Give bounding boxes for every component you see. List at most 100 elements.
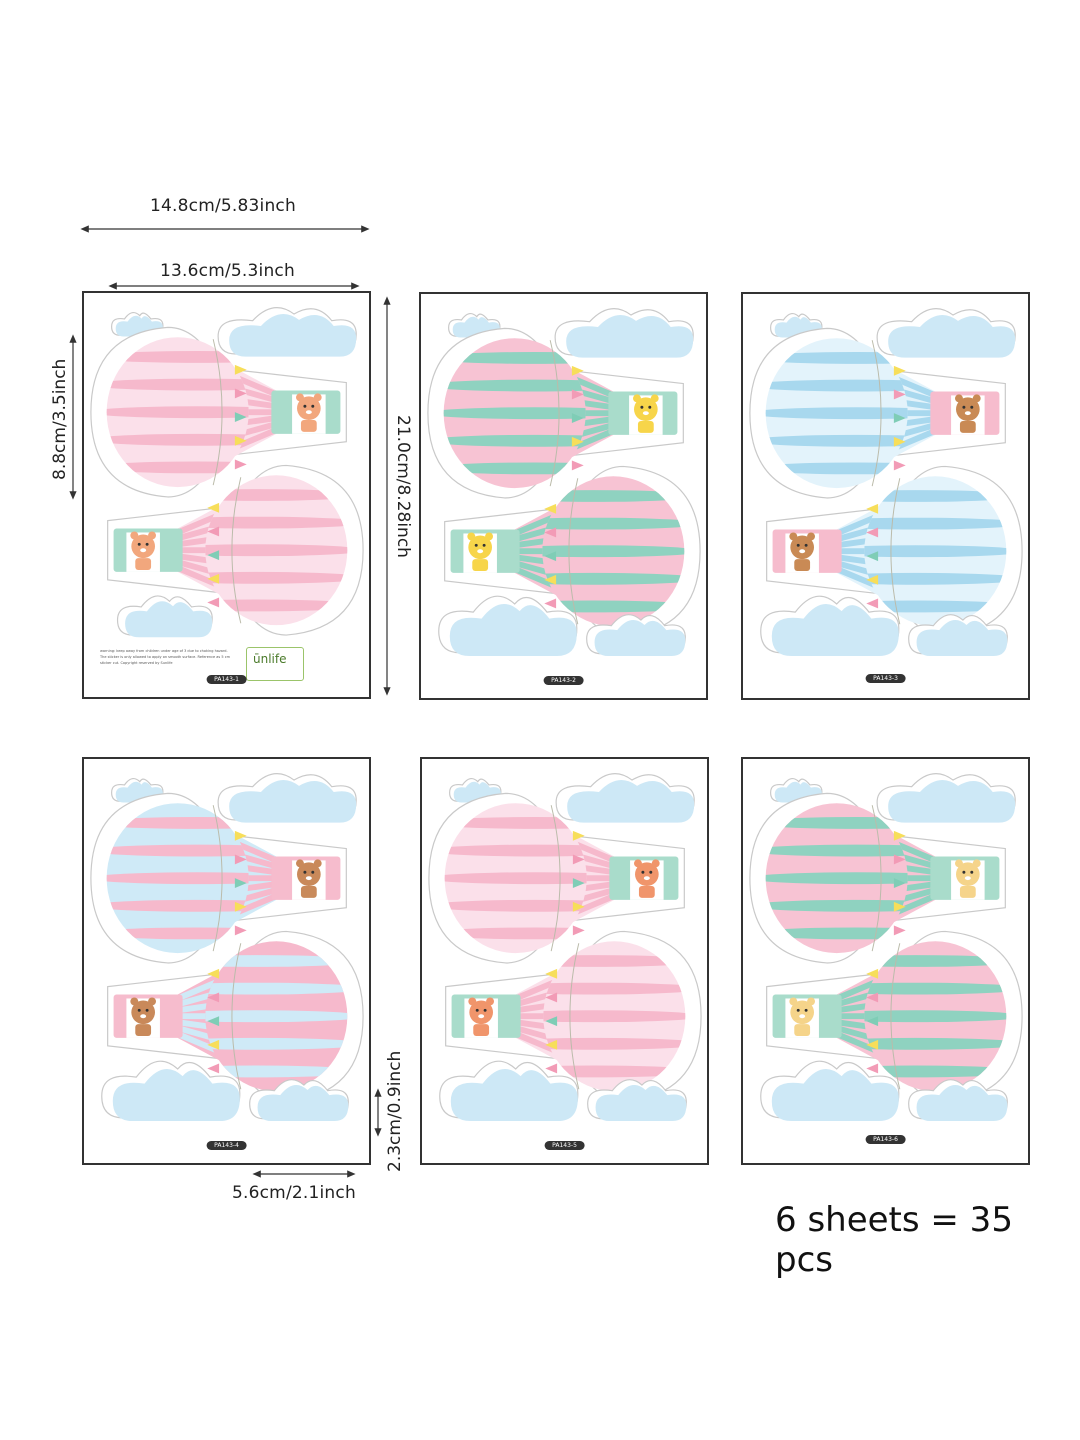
basket [113,528,183,572]
sheet-artwork [428,773,702,1122]
balloon-sticker [444,465,701,637]
cloud-sticker [760,595,900,657]
cloud-sticker [760,1060,900,1122]
sheet-artwork [749,773,1023,1122]
bunting-flag [207,1016,220,1027]
bunting-flag [893,389,906,400]
bunting-flag [893,460,906,471]
bunting-flag [893,878,906,889]
balloon-sticker [428,792,685,964]
sheet-width-label: 14.8cm/5.83inch [150,196,296,216]
balloon-sticker [766,930,1023,1102]
bunting-flag [207,992,220,1003]
bunting-flag [544,503,557,514]
balloon-sticker [766,465,1023,637]
balloon-sticker [427,327,684,499]
bunting-flag [234,925,247,936]
sheet-code: PA143-3 [865,674,906,683]
bunting-flag [234,901,247,912]
bunting-flag [866,551,879,562]
hedgehog-icon [785,532,819,573]
cloud-height-label: 2.3cm/0.9inch [385,1050,405,1172]
bunting-flag [545,1016,558,1027]
sticker-sheet-1: warning: keep away from children under a… [82,291,371,699]
bunting-flag [544,574,557,585]
balloon-sticker [107,464,364,636]
bunting-flag [207,1039,220,1050]
bunting-flag [234,878,247,889]
bunting-flag [866,503,879,514]
sheet-artwork [90,773,364,1122]
sheet-code: PA143-5 [544,1141,585,1150]
balloon-sticker [90,792,347,964]
bunting-flag [572,830,585,841]
bunting-flag [545,1039,558,1050]
basket [450,529,520,573]
bunting-flag [545,968,558,979]
balloon-sticker [90,326,347,498]
sheet-code: PA143-1 [206,675,247,684]
cloud-sticker [587,1079,687,1122]
balloon-sticker [749,792,1006,964]
sheet-artwork [90,307,364,638]
bunting-flag [866,1039,879,1050]
sheet-height-label: 21.0cm/8.28inch [393,415,413,558]
rabbit-icon [951,859,985,900]
sticker-sheet-2: PA143-2 [419,292,708,700]
cloud-sticker [876,773,1016,823]
tiger-icon [292,393,326,434]
cloud-sticker [116,595,213,638]
bunting-flag [544,598,557,609]
bunting-flag [234,435,247,446]
bunting-flag [207,550,220,561]
fox-icon [630,859,664,900]
bunting-flag [893,901,906,912]
fox-icon [464,997,498,1038]
bunting-flag [893,413,906,424]
sticker-sheet-3: PA143-3 [741,292,1030,700]
bunting-flag [544,551,557,562]
cloud-sticker [908,1079,1008,1122]
hedgehog-icon [951,394,985,435]
cloud-width-label: 5.6cm/2.1inch [232,1183,356,1203]
basket [772,529,842,573]
basket [609,856,679,900]
cloud-sticker [554,308,694,358]
bunting-flag [571,365,584,376]
bunting-flag [545,992,558,1003]
basket [271,856,341,900]
bunting-flag [571,413,584,424]
bunting-flag [893,436,906,447]
bunting-flag [207,573,220,584]
bunting-flag [893,365,906,376]
bunting-flag [545,1063,558,1074]
rabbit-icon [785,997,819,1038]
bunting-flag [572,854,585,865]
tiger-icon [126,531,160,572]
balloon-sticker [107,930,364,1102]
bunting-flag [234,854,247,865]
bunting-flag [893,854,906,865]
bunting-flag [207,968,220,979]
cloud-sticker [217,307,357,357]
bunting-flag [571,436,584,447]
bunting-flag [234,459,247,470]
bunting-flag [866,968,879,979]
sheet-artwork [749,308,1023,657]
bunting-flag [866,992,879,1003]
bear-icon [126,997,160,1038]
bunting-flag [866,1063,879,1074]
giraffe-icon [629,394,663,435]
bunting-flag [207,597,220,608]
sheet-code: PA143-6 [865,1135,906,1144]
bunting-flag [207,1063,220,1074]
bunting-flag [544,527,557,538]
basket [608,391,678,435]
cloud-sticker [555,773,695,823]
bunting-flag [866,574,879,585]
balloon-sticker [445,930,702,1102]
bunting-flag [571,389,584,400]
bunting-flag [866,598,879,609]
bear-icon [292,859,326,900]
bunting-flag [572,925,585,936]
